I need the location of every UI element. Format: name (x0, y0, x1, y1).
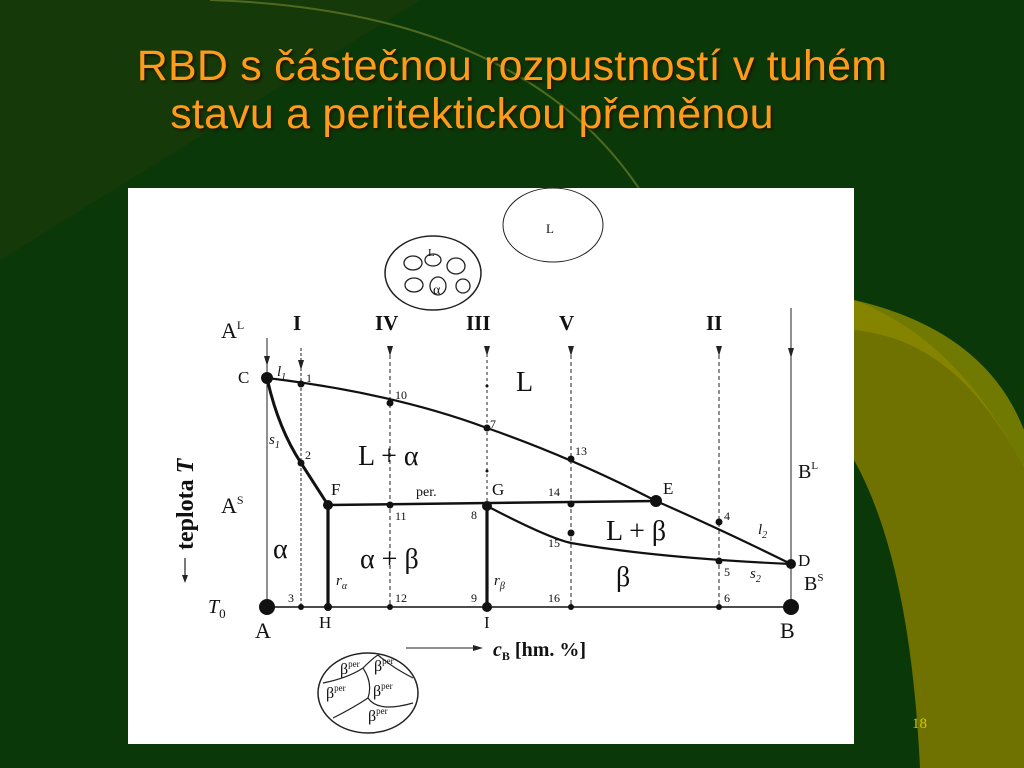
micro-grain-boundaries (322, 654, 414, 719)
num-15: 15 (548, 536, 560, 550)
micro-circle-liquid (502, 187, 604, 263)
y-axis-label: teplota T (173, 457, 199, 583)
curve-labels: l1 s1 l2 s2 rα rβ (269, 364, 767, 592)
num-1: 1 (306, 371, 312, 385)
num-12: 12 (395, 591, 407, 605)
vertical-label-iii: III (466, 311, 491, 335)
x-axis-label: cB [hm. %] (406, 639, 586, 663)
numbered-labels: 1 2 3 4 5 6 7 8 9 10 11 12 13 14 15 16 (288, 371, 730, 605)
micro-beta-1: βper (340, 659, 360, 678)
vertical-label-ii: II (706, 311, 722, 335)
num-14: 14 (548, 485, 560, 499)
phase-alpha-beta: α + β (360, 544, 419, 575)
diagram-points (259, 372, 799, 615)
vertical-label-v: V (559, 311, 574, 335)
micro-circle-beta (317, 652, 419, 734)
phase-curves (265, 376, 792, 608)
arrowheads (264, 346, 794, 370)
num-9: 9 (471, 591, 477, 605)
micro-grains-top (403, 253, 471, 296)
label-s1: s1 (269, 432, 280, 451)
page-number: 18 (912, 716, 927, 732)
phase-alpha: α (273, 534, 288, 565)
micro-beta-4: βper (373, 681, 393, 700)
title-line-1: RBD s částečnou rozpustností v tuhém (136, 42, 888, 90)
num-6: 6 (724, 591, 730, 605)
label-l2: l2 (758, 522, 767, 541)
svg-text:teplota T: teplota T (173, 457, 199, 550)
num-3: 3 (288, 591, 294, 605)
micro-beta-3: βper (326, 683, 346, 702)
micro-circle-liquid-label: L (546, 221, 554, 236)
label-a-l: AL (221, 318, 244, 343)
num-4: 4 (724, 509, 730, 523)
num-7: 7 (490, 417, 496, 431)
point-a: A (255, 618, 271, 643)
num-10: 10 (395, 388, 407, 402)
point-c: C (238, 368, 249, 387)
point-e: E (663, 479, 673, 498)
point-i: I (484, 613, 490, 632)
num-11: 11 (395, 509, 407, 523)
vertical-labels: I IV III V II (293, 311, 722, 335)
label-a-s: AS (221, 493, 244, 518)
label-b-l: BL (798, 460, 818, 483)
micro-beta-5: βper (368, 706, 388, 725)
label-r-beta: rβ (494, 573, 505, 592)
phase-beta: β (616, 562, 630, 593)
point-h: H (319, 613, 331, 632)
vertical-label-iv: IV (375, 311, 398, 335)
label-b-s: BS (804, 572, 823, 595)
micro-top-l-label: L (428, 247, 435, 259)
label-per: per. (416, 485, 437, 500)
point-g: G (492, 480, 504, 499)
micro-top-alpha-label: α (433, 283, 441, 298)
label-l1: l1 (277, 364, 286, 383)
label-r-alpha: rα (336, 573, 348, 592)
svg-text:cB [hm. %]: cB [hm. %] (493, 639, 586, 663)
point-f: F (331, 480, 340, 499)
vertical-lines (266, 308, 792, 608)
num-2: 2 (305, 448, 311, 462)
micro-beta-2: βper (374, 656, 394, 675)
phase-diagram-figure: L L α βper βper (128, 187, 854, 744)
num-8: 8 (471, 508, 477, 522)
label-t0: T0 (208, 596, 226, 621)
num-16: 16 (548, 591, 560, 605)
slide-title: RBD s částečnou rozpustností v tuhém sta… (0, 42, 1024, 138)
point-letters: C F G E D A H I B per. (238, 368, 810, 643)
phase-labels: L L + α L + β α α + β β (273, 367, 666, 593)
phase-l: L (516, 367, 533, 398)
title-line-2: stavu a peritektickou přeměnou (170, 90, 774, 138)
point-d: D (798, 551, 810, 570)
num-5: 5 (724, 565, 730, 579)
phase-l-alpha: L + α (358, 441, 419, 472)
phase-diagram: L L α βper βper (173, 187, 823, 734)
label-s2: s2 (750, 566, 761, 585)
micro-circle-l-alpha (384, 235, 482, 311)
num-13: 13 (575, 444, 587, 458)
vertical-label-i: I (293, 311, 301, 335)
phase-l-beta: L + β (606, 516, 666, 547)
micro-beta-labels: βper βper βper βper βper (326, 656, 394, 725)
point-b: B (780, 618, 795, 643)
